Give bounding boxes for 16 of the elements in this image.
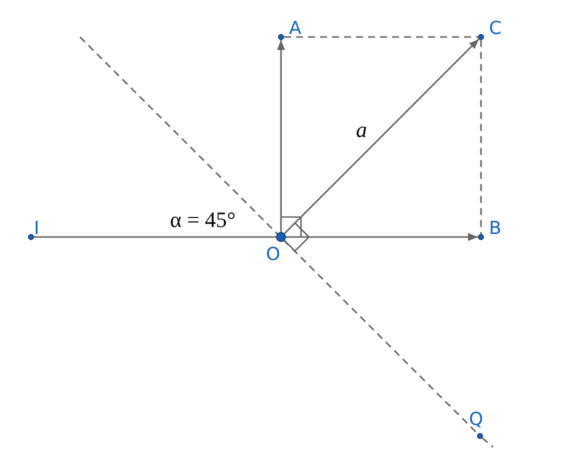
vector-arrow xyxy=(284,38,480,234)
point-label: B xyxy=(489,220,502,238)
point-label: C xyxy=(489,20,502,38)
line-segment xyxy=(34,236,276,238)
vector-arrow xyxy=(286,233,478,241)
point-label: A xyxy=(289,20,302,38)
point-label: I xyxy=(34,220,40,238)
point-label: Q xyxy=(469,411,484,429)
dashed-line xyxy=(482,437,494,448)
point-label: O xyxy=(266,246,280,264)
vector-arrow xyxy=(277,40,285,232)
dashed-line xyxy=(79,36,478,434)
dashed-line xyxy=(480,40,482,234)
edge-label: a xyxy=(355,119,368,141)
angle-label: α = 45° xyxy=(170,209,236,231)
dashed-line xyxy=(284,36,478,38)
